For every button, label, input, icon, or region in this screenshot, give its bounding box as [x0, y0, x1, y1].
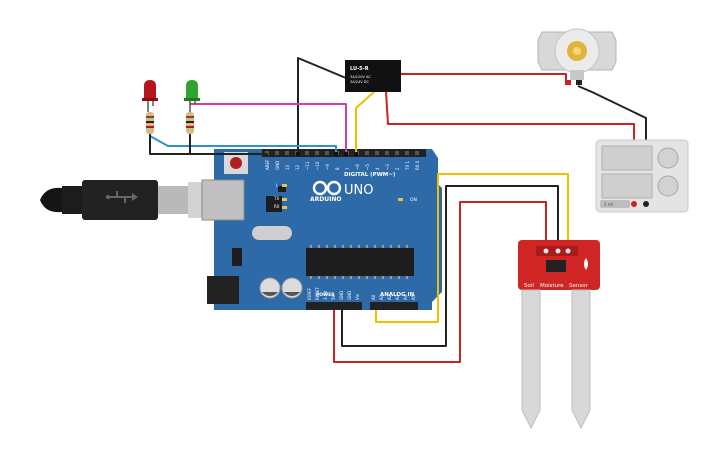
analog-pin-label-2: A2 [387, 294, 392, 300]
red-led [142, 80, 158, 112]
digital-pin-label-4: ~11 [305, 161, 310, 170]
power-pin-label-5: GND [347, 291, 352, 300]
analog-pin-label-0: A0 [371, 294, 376, 300]
digital-pin-label-3: 12 [295, 164, 300, 170]
power-pin-label-6: Vin [355, 293, 360, 300]
wire-green-led [190, 103, 347, 154]
arduino-logo [312, 180, 342, 196]
digital-pin-label-13: 2 [395, 167, 400, 170]
digital-pin-labels: AREF GND 13 12 ~11 ~10 ~9 8 7 ~6 ~5 4 ~3 2 TX 1 RX 0 [265, 159, 420, 171]
analog-pin-label-1: A1 [379, 294, 384, 300]
power-pin-label-1: RESET [315, 287, 320, 300]
digital-pin-label-9: ~6 [355, 164, 360, 170]
l-led-label: L [276, 183, 279, 188]
digital-pin-label-11: 4 [375, 167, 380, 170]
digital-pin-label-6: ~9 [325, 164, 330, 170]
usb-cable [40, 180, 224, 220]
analog-header [370, 302, 418, 310]
sensor-probe-right [571, 289, 591, 430]
analog-header-label: ANALOG IN [380, 292, 415, 298]
power-pin-label-0: IOREF [307, 287, 312, 300]
power-pin-label-2: 3.3V [323, 291, 328, 300]
sensor-probe-left [521, 289, 541, 430]
analog-pin-label-5: A5 [411, 294, 416, 300]
battery-pack: 2 AA [595, 139, 689, 213]
wire-sensor-vcc [333, 201, 547, 363]
relay-module: LU-5-R 3A/120V AC 3A/24V DC [345, 60, 401, 92]
on-led-label: ON [410, 197, 417, 203]
relay-rating-2: 3A/24V DC [350, 80, 369, 84]
digital-pin-label-8: 7 [345, 167, 350, 170]
red-led-resistor [146, 112, 154, 134]
wire-sensor-gnd [341, 185, 559, 347]
digital-pin-label-15: RX 0 [415, 160, 420, 170]
green-led [184, 80, 200, 112]
relay-rating-1: 3A/120V AC [350, 75, 371, 79]
green-led-resistor [186, 112, 194, 134]
soil-moisture-sensor: Soil Moisture Sensor [518, 240, 600, 430]
power-header-label: POWER [316, 292, 335, 298]
analog-pin-label-3: A3 [395, 294, 400, 300]
digital-pin-label-12: ~3 [385, 164, 390, 170]
arduino-uno-board: ARDUINO UNO DIGITAL (PWM~) ANALOG IN POW… [201, 149, 442, 310]
microcontroller-chip [306, 248, 414, 276]
relay-part-label: LU-5-R [350, 66, 369, 72]
power-pin-label-4: GND [339, 291, 344, 300]
wire-sensor-signal [375, 173, 569, 323]
arduino-logo-text: ARDUINO [310, 196, 341, 203]
power-header [306, 302, 362, 310]
tx-led-label: TX [273, 196, 279, 201]
wire-red-led [149, 118, 337, 154]
power-pin-label-3: 5V [331, 294, 336, 300]
wire-relay-gnd [297, 57, 347, 154]
digital-header-label: DIGITAL (PWM~) [344, 172, 396, 178]
digital-pin-label-7: 8 [335, 167, 340, 170]
sensor-label-moisture: Moisture [540, 283, 564, 289]
wire-relay-battery [398, 73, 567, 82]
analog-pin-label-4: A4 [403, 294, 408, 300]
dc-motor [537, 28, 617, 85]
digital-pin-label-2: 13 [285, 164, 290, 170]
crystal [252, 226, 292, 240]
sensor-label-soil: Soil [524, 283, 534, 289]
digital-pin-label-0: AREF [265, 159, 270, 170]
sensor-label-sensor: Sensor [569, 283, 589, 289]
battery-label: 2 AA [604, 202, 614, 207]
wire-led-gnd [149, 134, 268, 155]
rx-led-label: RX [274, 204, 280, 209]
arduino-model-text: UNO [344, 183, 373, 198]
pin-ends [296, 152, 358, 156]
digital-pin-label-14: TX 1 [405, 161, 410, 171]
digital-pin-label-5: ~10 [315, 161, 320, 170]
digital-pin-label-10: ~5 [365, 164, 370, 170]
wire-relay-signal [355, 91, 375, 154]
digital-pin-label-1: GND [275, 161, 280, 170]
